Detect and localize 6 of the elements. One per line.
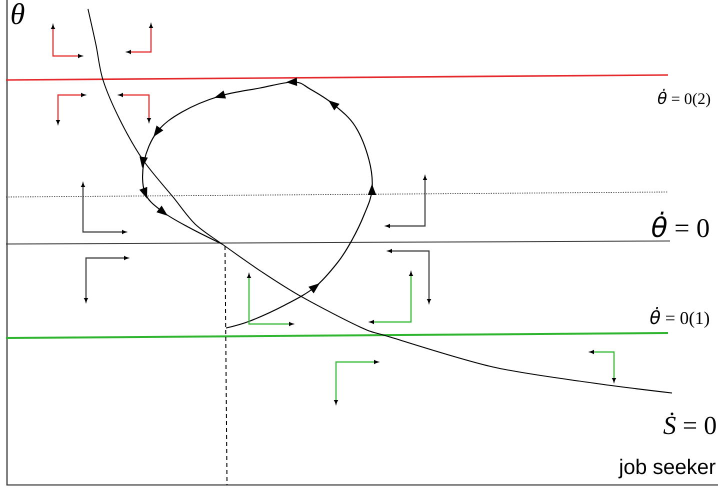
axis-label: job seeker bbox=[618, 458, 716, 478]
axis-label: θ bbox=[12, 3, 24, 24]
curve-label: Ṡ = 0 bbox=[663, 412, 716, 434]
curve-label: θ̇ = 0(2) bbox=[658, 88, 710, 108]
curve-label: θ̇ = 0(1) bbox=[650, 307, 709, 328]
curve-label: θ̇ = 0 bbox=[652, 212, 709, 238]
